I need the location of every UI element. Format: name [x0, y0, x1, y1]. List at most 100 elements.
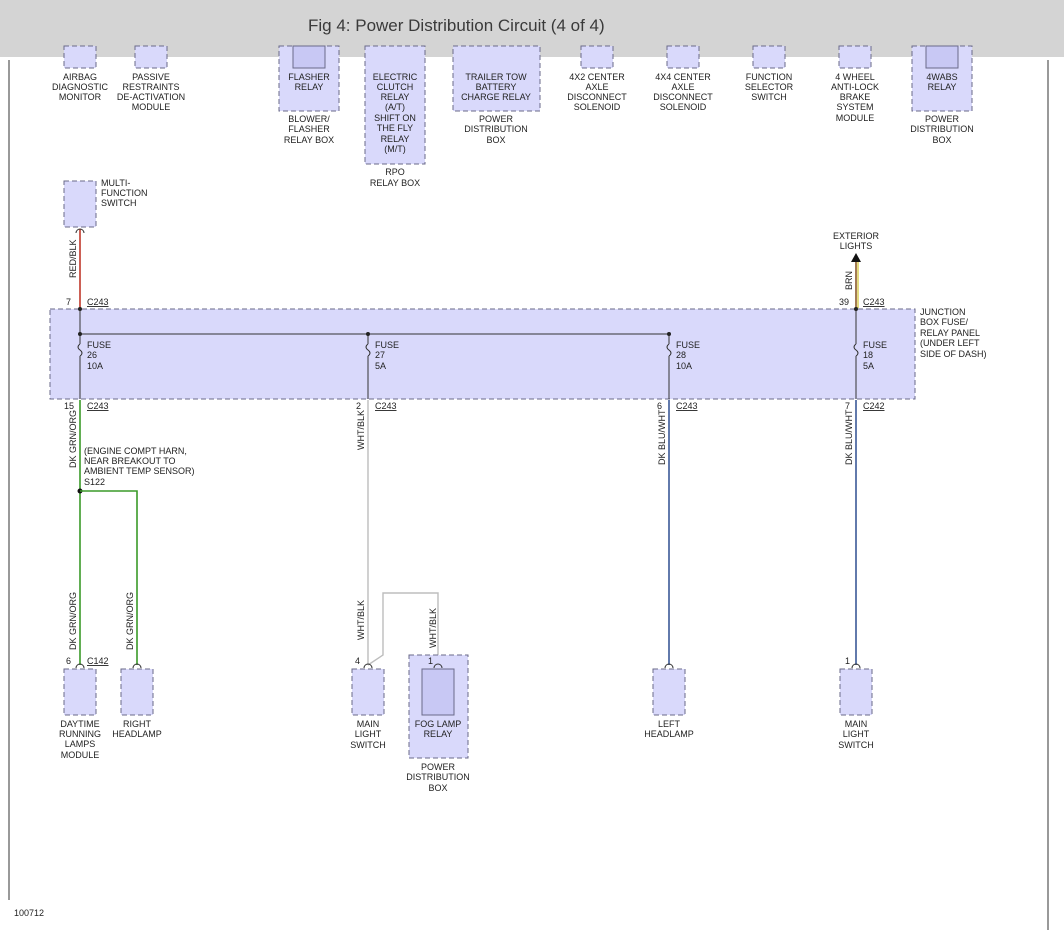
drl-module-box [63, 668, 97, 716]
abs-label-5: MODULE [836, 113, 875, 123]
drl-pin-number: 6 [66, 656, 71, 666]
main-light-switch-box [351, 668, 385, 716]
passive-label-2: RESTRAINTS [122, 82, 179, 92]
exterior-label-2: LIGHTS [840, 241, 873, 251]
bottom-main-light-switch: 4 MAIN LIGHT SWITCH [350, 656, 386, 750]
clutch-label-5: SHIFT ON [374, 113, 416, 123]
wht-blk-wire-label-3: WHT/BLK [428, 608, 438, 648]
top-clutch: ELECTRIC CLUTCH RELAY (A/T) SHIFT ON THE… [364, 45, 426, 188]
dk-grn-org-wire-label-3: DK GRN/ORG [125, 592, 135, 650]
4x2-solenoid-box [580, 45, 614, 69]
wht-blk-branch-wire [367, 592, 439, 666]
bus-node-4 [854, 307, 858, 311]
rpo-relay-box [364, 45, 426, 165]
right-headlamp-box [120, 668, 154, 716]
rhead-label-2: HEADLAMP [112, 729, 162, 739]
trailer-below-2: DISTRIBUTION [464, 124, 528, 134]
fuse-27-symbol [365, 343, 371, 357]
4wabs-label-1: 4WABS [926, 72, 957, 82]
passive-label-3: DE-ACTIVATION [117, 92, 185, 102]
red-blk-wire-label: RED/BLK [68, 239, 78, 278]
fog-lamp-relay-box [421, 668, 455, 716]
abs-label-3: BRAKE [840, 92, 871, 102]
fuse-28-out-pin: 6 [657, 401, 662, 411]
left-headlamp-circuit: DK BLU/WHT [657, 400, 670, 665]
trailer-below-3: BOX [486, 135, 505, 145]
bus-node-3 [667, 332, 671, 336]
fuse-26-out-conn: C243 [87, 401, 109, 411]
bottom-main-light-switch-2: 1 MAIN LIGHT SWITCH [838, 656, 874, 750]
4wabs-relay-inner [925, 45, 959, 69]
clutch-label-8: (M/T) [384, 144, 406, 154]
mainls2-label-2: LIGHT [843, 729, 870, 739]
mainls-pin [363, 663, 373, 669]
flasher-below-1: BLOWER/ [288, 114, 330, 124]
passive-label-4: MODULE [132, 102, 171, 112]
abs-label-2: ANTI-LOCK [831, 82, 879, 92]
clutch-below-2: RELAY BOX [370, 178, 420, 188]
mainls2-pin-number: 1 [845, 656, 850, 666]
junction-box-panel [49, 308, 916, 400]
airbag-label-2: DIAGNOSTIC [52, 82, 109, 92]
lhead-pin [664, 663, 674, 669]
fog-below-1: POWER [421, 762, 456, 772]
drl-circuit: DK GRN/ORG (ENGINE COMPT HARN, NEAR BREA… [68, 400, 195, 665]
fuse-18-symbol [853, 343, 859, 357]
junction-label-5: SIDE OF DASH) [920, 349, 987, 359]
mainls-pin-number: 4 [355, 656, 360, 666]
fuse-27-out-conn: C243 [375, 401, 397, 411]
exterior-label-1: EXTERIOR [833, 231, 880, 241]
dk-grn-org-wire-label-2: DK GRN/ORG [68, 592, 78, 650]
multifunction-label-1: MULTI- [101, 178, 130, 188]
exterior-arrow-icon [851, 253, 861, 262]
4wabs-below-2: DISTRIBUTION [910, 124, 974, 134]
junction-box: JUNCTION BOX FUSE/ RELAY PANEL (UNDER LE… [49, 307, 987, 411]
junction-label-1: JUNCTION [920, 307, 966, 317]
trailer-label-1: TRAILER TOW [465, 72, 527, 82]
fuse-26-number: 26 [87, 350, 97, 360]
fog-pin [433, 663, 443, 669]
junction-label-2: BOX FUSE/ [920, 317, 969, 327]
mainls-label-3: SWITCH [350, 740, 386, 750]
drl-pin [75, 663, 85, 669]
passive-module-box [134, 45, 168, 69]
fuse-27-rating: 5A [375, 361, 386, 371]
fuse-26-name: FUSE [87, 340, 111, 350]
clutch-below-1: RPO [385, 167, 405, 177]
mainls2-pin [851, 663, 861, 669]
wht-blk-wire-label-2: WHT/BLK [356, 600, 366, 640]
trailer-label-2: BATTERY [476, 82, 517, 92]
fuse-26-rating: 10A [87, 361, 103, 371]
fuse-18-rating: 5A [863, 361, 874, 371]
top-4x2: 4X2 CENTER AXLE DISCONNECT SOLENOID [567, 45, 627, 112]
top-passive: PASSIVE RESTRAINTS DE-ACTIVATION MODULE [117, 45, 185, 112]
function-label-1: FUNCTION [746, 72, 793, 82]
mainls2-label-1: MAIN [845, 719, 868, 729]
mainls-label-2: LIGHT [355, 729, 382, 739]
figure-code: 100712 [14, 908, 44, 918]
dk-blu-wht-wire-label-2: DK BLU/WHT [844, 409, 854, 465]
rhead-pin [132, 663, 142, 669]
brn-wire-label: BRN [844, 271, 854, 290]
fuse-28-out-conn: C243 [676, 401, 698, 411]
splice-label-3: AMBIENT TEMP SENSOR) [84, 466, 195, 476]
function-switch-box [752, 45, 786, 69]
drl-label-1: DAYTIME [60, 719, 99, 729]
flasher-below-3: RELAY BOX [284, 135, 334, 145]
exterior-connector: C243 [863, 297, 885, 307]
top-function: FUNCTION SELECTOR SWITCH [745, 45, 794, 102]
main-light-fog-circuit: WHT/BLK WHT/BLK WHT/BLK [356, 400, 439, 666]
lhead-label-1: LEFT [658, 719, 681, 729]
left-headlamp-box [652, 668, 686, 716]
clutch-label-6: THE FLY [377, 123, 413, 133]
4x4-label-3: DISCONNECT [653, 92, 713, 102]
fuse-28-symbol [666, 343, 672, 357]
splice-label-1: (ENGINE COMPT HARN, [84, 446, 187, 456]
4wabs-below-1: POWER [925, 114, 960, 124]
4x4-label-2: AXLE [671, 82, 694, 92]
4wabs-label-2: RELAY [928, 82, 957, 92]
fuse-28-name: FUSE [676, 340, 700, 350]
fuse-18-number: 18 [863, 350, 873, 360]
abs-module-box [838, 45, 872, 69]
drl-label-3: LAMPS [65, 739, 96, 749]
